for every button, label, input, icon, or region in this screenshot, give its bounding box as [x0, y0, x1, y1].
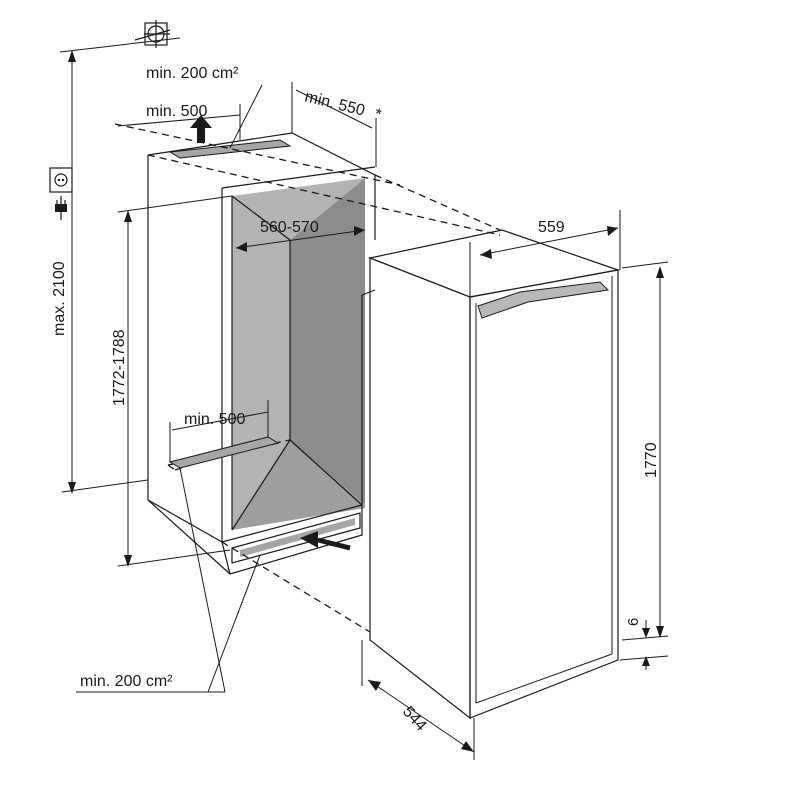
bottom-vent-area-label: min. 200 cm² — [80, 673, 173, 690]
plumb-crosshair-icon — [134, 20, 171, 48]
niche-interior-back — [290, 178, 365, 505]
appliance-height-label: 1770 — [643, 442, 660, 478]
depth-min-asterisk: * — [373, 106, 383, 124]
appliance-width-label: 559 — [538, 219, 565, 236]
depth-min-label: min. 550 — [303, 88, 367, 119]
appliance-depth-label: 544 — [399, 703, 430, 734]
door-gap-label: 6 — [625, 618, 642, 626]
door-top-grille — [477, 281, 610, 319]
niche-interior-floor — [232, 440, 365, 530]
top-vent-area-label: min. 200 cm² — [146, 65, 239, 82]
top-vent-depth-label: min. 500 — [146, 103, 207, 120]
power-plug-icon — [55, 196, 67, 220]
airflow-in-arrow-icon — [300, 531, 351, 551]
bottom-vent-depth-label: min. 500 — [184, 411, 245, 428]
top-vent-slot — [168, 139, 292, 159]
niche-height-label: 1772-1788 — [111, 329, 128, 406]
bottom-vent-grille — [231, 512, 361, 564]
niche-width-label: 560-570 — [260, 219, 319, 236]
airflow-up-arrow-icon — [190, 115, 212, 143]
max-height-label: max. 2100 — [51, 261, 68, 336]
bottom-vent-strip — [168, 436, 280, 469]
power-socket-icon — [49, 167, 73, 193]
appliance-body — [361, 229, 621, 720]
dimension-lines — [59, 37, 669, 760]
